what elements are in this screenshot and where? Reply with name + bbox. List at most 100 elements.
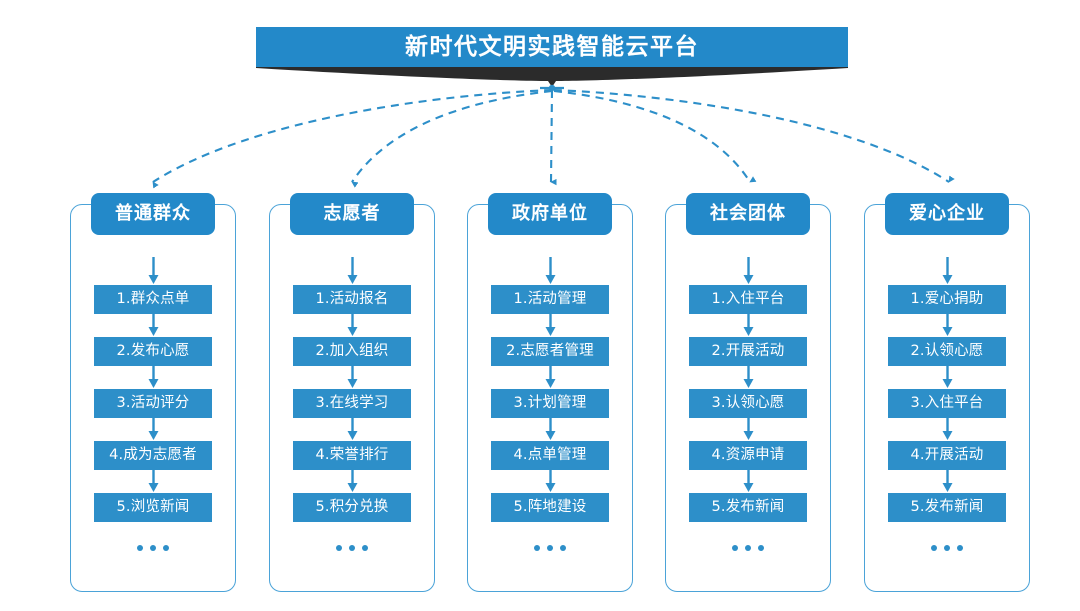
- column-body: 1.活动报名 2.加入组织 3.在线学习: [269, 204, 435, 592]
- role-column-政府单位: 政府单位 1.活动管理 2.志愿者管理: [467, 193, 633, 592]
- step-label: 2.加入组织: [315, 343, 389, 360]
- ellipsis-dot: [745, 545, 751, 551]
- ellipsis-dot: [163, 545, 169, 551]
- step-box[interactable]: 4.成为志愿者: [94, 441, 212, 470]
- step-label: 1.爱心捐助: [910, 291, 984, 308]
- step-label: 3.认领心愿: [711, 395, 785, 412]
- more-items-ellipsis: [137, 545, 169, 551]
- column-header-5[interactable]: 爱心企业: [885, 193, 1009, 235]
- flow-arrow-icon: [347, 366, 357, 388]
- flow-arrow-icon: [545, 314, 555, 336]
- step-label: 5.发布新闻: [910, 499, 984, 516]
- column-header-label: 社会团体: [710, 203, 786, 224]
- step-box[interactable]: 2.发布心愿: [94, 337, 212, 366]
- step-box[interactable]: 1.入住平台: [689, 285, 807, 314]
- step-box[interactable]: 2.加入组织: [293, 337, 411, 366]
- step-label: 1.入住平台: [711, 291, 785, 308]
- ellipsis-dot: [349, 545, 355, 551]
- flow-arrow-icon: [148, 257, 158, 284]
- step-box[interactable]: 3.在线学习: [293, 389, 411, 418]
- column-header-label: 志愿者: [323, 203, 381, 224]
- step-box[interactable]: 5.发布新闻: [888, 493, 1006, 522]
- column-header-3[interactable]: 政府单位: [488, 193, 612, 235]
- step-label: 1.群众点单: [116, 291, 190, 308]
- flow-arrow-icon: [347, 314, 357, 336]
- ellipsis-dot: [758, 545, 764, 551]
- step-box[interactable]: 5.阵地建设: [491, 493, 609, 522]
- ellipsis-dot: [547, 545, 553, 551]
- flow-arrow-icon: [942, 366, 952, 388]
- step-box[interactable]: 5.浏览新闻: [94, 493, 212, 522]
- flow-arrow-icon: [743, 366, 753, 388]
- flow-arrow-icon: [942, 257, 952, 284]
- flow-arrow-icon: [347, 257, 357, 284]
- flow-arrow-icon: [743, 257, 753, 284]
- flow-arrow-icon: [148, 314, 158, 336]
- flow-arrow-icon: [545, 418, 555, 440]
- step-label: 4.开展活动: [910, 447, 984, 464]
- ellipsis-dot: [732, 545, 738, 551]
- step-label: 1.活动报名: [315, 291, 389, 308]
- ellipsis-dot: [931, 545, 937, 551]
- flow-arrow-icon: [545, 470, 555, 492]
- step-label: 5.阵地建设: [513, 499, 587, 516]
- step-box[interactable]: 5.发布新闻: [689, 493, 807, 522]
- step-label: 5.浏览新闻: [116, 499, 190, 516]
- step-box[interactable]: 4.资源申请: [689, 441, 807, 470]
- ellipsis-dot: [336, 545, 342, 551]
- step-label: 2.认领心愿: [910, 343, 984, 360]
- more-items-ellipsis: [732, 545, 764, 551]
- column-body: 1.群众点单 2.发布心愿 3.活动评分: [70, 204, 236, 592]
- flow-arrow-icon: [942, 314, 952, 336]
- step-box[interactable]: 1.活动管理: [491, 285, 609, 314]
- step-label: 4.资源申请: [711, 447, 785, 464]
- step-box[interactable]: 3.计划管理: [491, 389, 609, 418]
- title-banner-bar: 新时代文明实践智能云平台: [256, 27, 848, 67]
- step-label: 2.发布心愿: [116, 343, 190, 360]
- step-box[interactable]: 3.认领心愿: [689, 389, 807, 418]
- role-column-普通群众: 普通群众 1.群众点单 2.发布心愿: [70, 193, 236, 592]
- flow-arrow-icon: [148, 366, 158, 388]
- flow-arrow-icon: [743, 314, 753, 336]
- flow-arrow-icon: [148, 418, 158, 440]
- step-box[interactable]: 5.积分兑换: [293, 493, 411, 522]
- column-header-4[interactable]: 社会团体: [686, 193, 810, 235]
- column-header-label: 普通群众: [115, 203, 191, 224]
- step-box[interactable]: 1.活动报名: [293, 285, 411, 314]
- step-box[interactable]: 2.志愿者管理: [491, 337, 609, 366]
- step-box[interactable]: 1.群众点单: [94, 285, 212, 314]
- flow-arrow-icon: [545, 366, 555, 388]
- flow-arrow-icon: [148, 470, 158, 492]
- step-label: 3.活动评分: [116, 395, 190, 412]
- step-label: 1.活动管理: [513, 291, 587, 308]
- step-label: 2.开展活动: [711, 343, 785, 360]
- column-header-label: 政府单位: [512, 203, 588, 224]
- step-box[interactable]: 1.爱心捐助: [888, 285, 1006, 314]
- page-title: 新时代文明实践智能云平台: [405, 33, 699, 60]
- column-body: 1.入住平台 2.开展活动 3.认领心愿: [665, 204, 831, 592]
- step-box[interactable]: 2.认领心愿: [888, 337, 1006, 366]
- step-label: 3.入住平台: [910, 395, 984, 412]
- banner-ribbon-shadow: [256, 67, 848, 87]
- step-box[interactable]: 3.活动评分: [94, 389, 212, 418]
- flow-arrow-icon: [942, 470, 952, 492]
- step-label: 4.点单管理: [513, 447, 587, 464]
- step-box[interactable]: 4.开展活动: [888, 441, 1006, 470]
- step-box[interactable]: 4.荣誉排行: [293, 441, 411, 470]
- step-box[interactable]: 3.入住平台: [888, 389, 1006, 418]
- column-header-2[interactable]: 志愿者: [290, 193, 414, 235]
- ellipsis-dot: [362, 545, 368, 551]
- step-box[interactable]: 2.开展活动: [689, 337, 807, 366]
- column-body: 1.活动管理 2.志愿者管理 3.计划管理: [467, 204, 633, 592]
- ellipsis-dot: [560, 545, 566, 551]
- flow-arrow-icon: [347, 470, 357, 492]
- flow-arrow-icon: [743, 470, 753, 492]
- ellipsis-dot: [957, 545, 963, 551]
- role-column-社会团体: 社会团体 1.入住平台 2.开展活动: [665, 193, 831, 592]
- more-items-ellipsis: [336, 545, 368, 551]
- column-header-label: 爱心企业: [909, 203, 985, 224]
- step-box[interactable]: 4.点单管理: [491, 441, 609, 470]
- column-header-1[interactable]: 普通群众: [91, 193, 215, 235]
